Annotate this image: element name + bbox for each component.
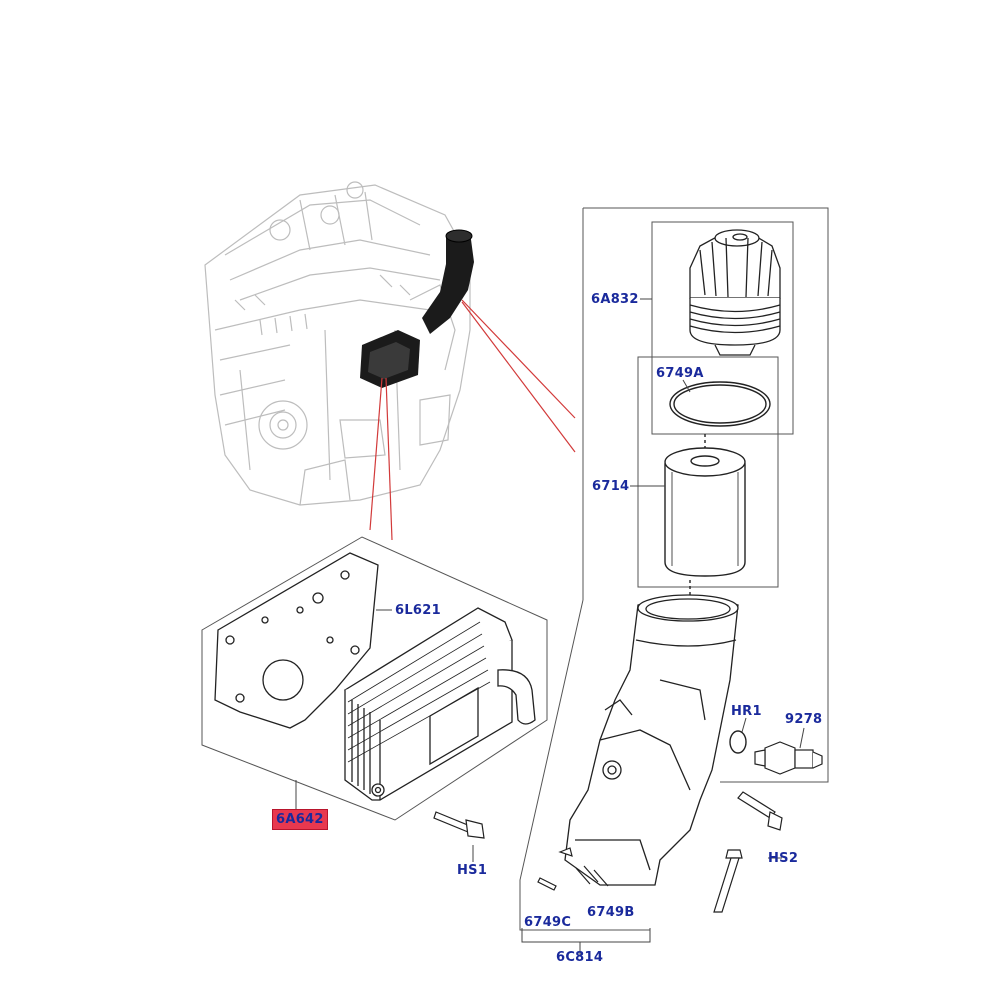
- filter-assembly-frame: [519, 207, 829, 931]
- part-label-6714: 6714: [592, 479, 630, 494]
- part-label-hr1: HR1: [731, 704, 762, 719]
- gasket: [214, 552, 379, 729]
- clips: [537, 847, 609, 891]
- part-label-hs1: HS1: [457, 863, 488, 878]
- oil-cooler-frame: [201, 536, 548, 821]
- oil-filter-element: [664, 434, 746, 610]
- part-label-6a642-highlighted: 6A642: [272, 809, 328, 830]
- oil-filter-cap: [689, 229, 781, 356]
- label-leaders: [295, 298, 805, 955]
- engine-oil-cooler-highlight: [360, 330, 420, 388]
- o-ring: [669, 381, 771, 427]
- part-label-6a832: 6A832: [591, 292, 639, 307]
- bolt-hs1: [433, 811, 485, 839]
- oil-filter-housing: [564, 594, 739, 886]
- part-label-6749a: 6749A: [656, 366, 704, 381]
- bolt-hs2-lower: [713, 849, 743, 913]
- oil-pressure-sensor: [754, 741, 823, 775]
- part-label-6749b: 6749B: [587, 905, 635, 920]
- part-label-hs2: HS2: [768, 851, 799, 866]
- part-label-6749c: 6749C: [524, 915, 572, 930]
- engine-illustration: [204, 181, 471, 506]
- seal-ring: [729, 730, 747, 754]
- leader-lines: [369, 299, 576, 541]
- part-label-9278: 9278: [785, 712, 823, 727]
- engine-filter-housing-highlight: [422, 229, 474, 334]
- part-label-6l621: 6L621: [395, 603, 441, 618]
- part-label-6c814: 6C814: [556, 950, 604, 965]
- bolt-hs2-upper: [737, 791, 783, 831]
- oil-cooler: [343, 607, 536, 801]
